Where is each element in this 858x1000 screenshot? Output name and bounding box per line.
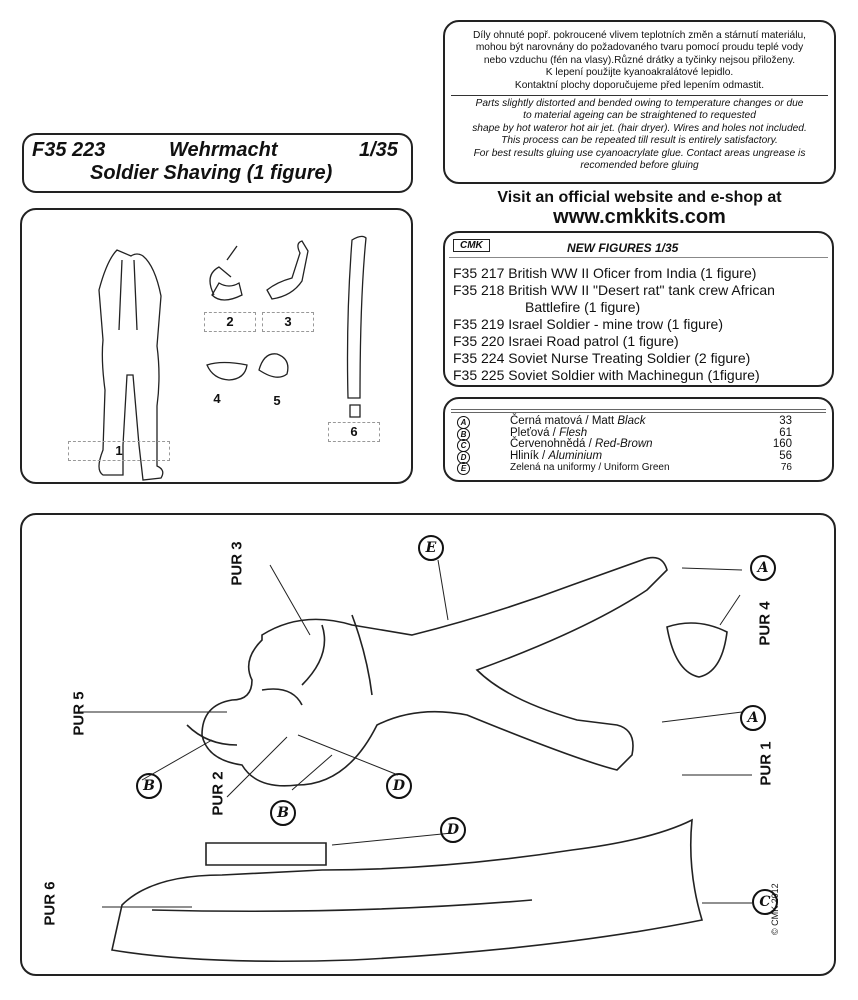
part-4-cap: [206, 361, 248, 381]
new-figure-item: F35 224 Soviet Nurse Treating Soldier (2…: [453, 350, 751, 366]
cmk-logo: CMK: [453, 239, 490, 252]
callout-a-top: A: [750, 555, 776, 581]
paint-name-english: Black: [617, 415, 646, 427]
new-figures-heading: NEW FIGURES 1/35: [567, 241, 679, 255]
notes-english-line: to material ageing can be straightened t…: [523, 110, 756, 122]
paint-code: 33: [779, 415, 792, 427]
leader-lines: [77, 559, 752, 908]
paint-code: 76: [780, 462, 792, 473]
part-label-3: 3: [262, 312, 314, 332]
kit-code: F35 223: [32, 139, 106, 161]
soldier-figure: [186, 556, 668, 787]
part-5-head: [258, 353, 289, 378]
paint-name: Černá matová / Matt Black: [510, 415, 752, 428]
new-figure-item: Battlefire (1 figure): [525, 299, 641, 315]
callout-a-boot: A: [740, 705, 766, 731]
callout-e: E: [418, 535, 444, 561]
notes-czech-line: Kontaktní plochy doporučujeme před lepen…: [514, 79, 765, 91]
paint-name-english: Flesh: [559, 426, 588, 439]
kit-army: Wehrmacht: [169, 139, 278, 161]
paint-code: 160: [772, 438, 792, 450]
label-pur-2: PUR 2: [209, 771, 227, 816]
callout-d-razor: D: [386, 773, 412, 799]
kit-scale: 1/35: [359, 139, 398, 161]
new-figures-list: F35 217 British WW II Oficer from India …: [453, 265, 775, 384]
part-label-5: 5: [273, 393, 281, 408]
paint-code: 56: [779, 449, 792, 462]
visit-text: Visit an official website and e-shop at: [497, 189, 782, 206]
notes-czech-line: Díly ohnuté popř. pokroucené vlivem tepl…: [473, 30, 806, 41]
new-figure-item: F35 219 Israel Soldier - mine trow (1 fi…: [453, 316, 723, 332]
notes-box: Díly ohnuté popř. pokroucené vlivem tepl…: [443, 20, 836, 184]
new-figure-item: F35 220 Israei Road patrol (1 figure): [453, 333, 679, 349]
notes-czech: Díly ohnuté popř. pokroucené vlivem tepl…: [445, 30, 834, 92]
part-1-body: [98, 249, 164, 481]
part-label-6: 6: [328, 422, 380, 442]
callout-b-hand: B: [270, 800, 296, 826]
part-label-2: 2: [204, 312, 256, 332]
paint-row: E Zelená na uniformy / Uniform Green 76: [457, 462, 792, 475]
notes-english-line: shape by hot wateror hot air jet. (hair …: [472, 122, 807, 134]
notes-english-line: For best results gluing use cyanoacrylat…: [473, 147, 806, 159]
parts-box: 1 2 3 4 5 6: [20, 208, 413, 484]
paint-name: Zelená na uniformy / Uniform Green: [510, 462, 752, 474]
paint-name-czech: Pleťová /: [510, 426, 560, 439]
paint-name: Červenohnědá / Red-Brown: [510, 438, 752, 451]
notes-czech-line: K lepení použijte kyanoakralátové lepidl…: [545, 67, 734, 79]
paint-code: 61: [779, 426, 792, 439]
assembly-drawing: [77, 556, 752, 963]
notes-english-line: recomended before gluing: [580, 160, 699, 172]
new-figure-item: F35 218 British WW II "Desert rat" tank …: [453, 282, 775, 298]
callout-d-box: D: [440, 817, 466, 843]
new-figures-box: CMK NEW FIGURES 1/35 F35 217 British WW …: [443, 231, 834, 387]
notes-english-line: Parts slightly distorted and bended owin…: [475, 98, 804, 110]
paint-name-czech: Červenohnědá /: [510, 438, 596, 450]
paint-name-czech: Černá matová / Matt: [510, 415, 618, 427]
notes-czech-line: mohou být narovnány do požadovaného tvar…: [475, 42, 804, 54]
paint-name-czech: Hliník /: [510, 449, 549, 462]
new-figure-item: F35 217 British WW II Oficer from India …: [453, 265, 757, 281]
callout-b-face: B: [136, 773, 162, 799]
notes-czech-line: nebo vzduchu (fén na vlasy).Různé drátky…: [483, 54, 796, 66]
part-label-4: 4: [213, 391, 221, 406]
new-figure-item: F35 225 Soviet Soldier with Machinegun (…: [453, 367, 760, 383]
title-box: F35 223 Wehrmacht 1/35 Soldier Shaving (…: [22, 133, 413, 193]
paint-name-english: Aluminium: [548, 449, 603, 462]
label-pur-5: PUR 5: [70, 691, 88, 736]
paint-letter-icon: E: [457, 462, 470, 475]
part-label-1: 1: [68, 441, 170, 461]
parts-drawings: [98, 235, 367, 481]
label-pur-3: PUR 3: [228, 541, 246, 586]
label-pur-1: PUR 1: [757, 741, 775, 786]
callout-c-log: C: [752, 889, 778, 915]
notes-english: Parts slightly distorted and bended owin…: [445, 98, 834, 172]
notes-english-line: This process can be repeated till result…: [501, 135, 778, 147]
part-2-arm: [209, 245, 243, 301]
paint-name: Pleťová / Flesh: [510, 426, 752, 440]
assembly-box: PUR 3 PUR 4 PUR 5 PUR 2 PUR 1 PUR 6 E A …: [20, 513, 836, 976]
shaving-kit-box: [205, 842, 327, 866]
part-3-arm: [266, 240, 309, 300]
paint-name: Hliník / Aluminium: [510, 449, 752, 463]
copyright: © CMK 2012: [770, 883, 780, 935]
paint-name-czech: Zelená na uniformy / Uniform Green: [510, 462, 670, 473]
paint-name-english: Red-Brown: [595, 438, 653, 450]
kit-subtitle: Soldier Shaving (1 figure): [90, 162, 333, 184]
helmet-part: [666, 622, 728, 678]
website-link[interactable]: www.cmkkits.com: [553, 206, 726, 228]
label-pur-4: PUR 4: [756, 601, 774, 646]
part-6-log: [346, 235, 367, 418]
label-pur-6: PUR 6: [41, 881, 59, 926]
log-part: [111, 818, 704, 963]
